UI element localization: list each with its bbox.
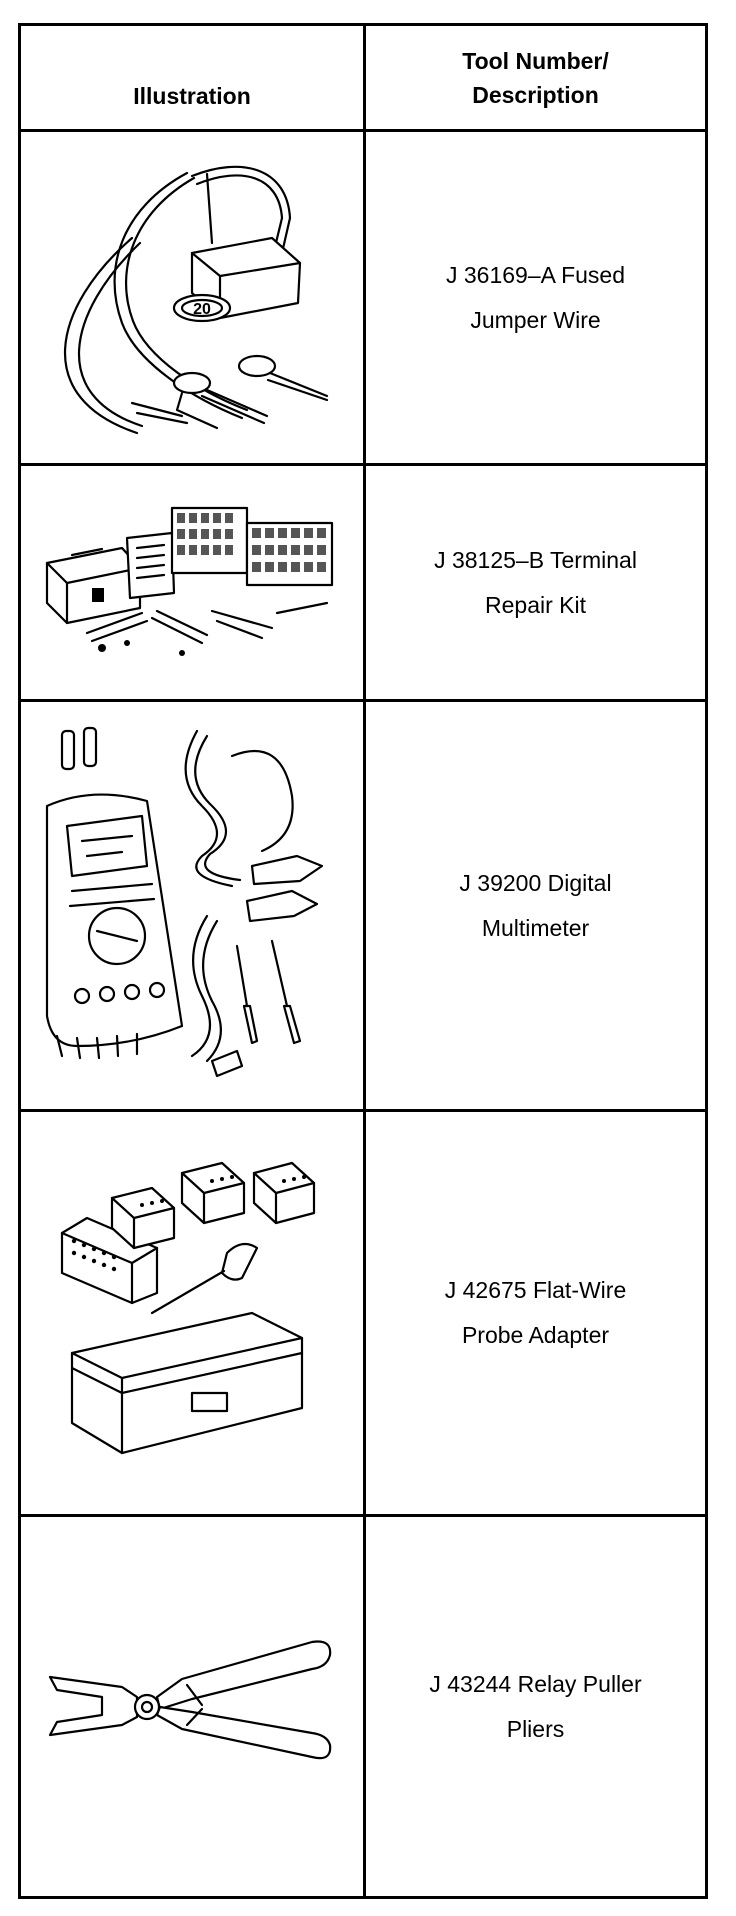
- description-cell: J 38125–B Terminal Repair Kit: [366, 466, 705, 699]
- description-cell: J 43244 Relay Puller Pliers: [366, 1517, 705, 1896]
- tool-description-line: Multimeter: [481, 914, 590, 941]
- tools-table: Illustration Tool Number/ Description 20: [18, 23, 708, 1899]
- header-illustration-label: Illustration: [133, 83, 251, 109]
- illustration-cell: [21, 702, 363, 1109]
- tool-description-line: Probe Adapter: [461, 1322, 610, 1348]
- header-tool-line2: Description: [472, 81, 599, 108]
- tool-description-line: Repair Kit: [485, 591, 586, 618]
- tool-number-line: J 36169–A Fused: [445, 261, 626, 288]
- header-tool-number: Tool Number/ Description: [366, 26, 705, 129]
- description-cell: J 39200 Digital Multimeter: [366, 702, 705, 1109]
- header-tool-line1: Tool Number/: [462, 47, 609, 74]
- relay-puller-pliers-illustration: [48, 1639, 332, 1759]
- table-border-left: [18, 23, 21, 1899]
- digital-multimeter-illustration: [45, 726, 324, 1077]
- illustration-cell: [21, 1517, 363, 1896]
- flat-wire-probe-adapter-illustration: [60, 1161, 316, 1455]
- description-cell: J 42675 Flat-Wire Probe Adapter: [366, 1112, 705, 1514]
- terminal-repair-kit-illustration: [45, 506, 334, 656]
- table-border-right: [705, 23, 708, 1899]
- illustration-cell: 20: [21, 132, 363, 463]
- illustration-cell: [21, 1112, 363, 1514]
- fused-jumper-wire-illustration: 20: [64, 165, 329, 434]
- tool-description-line: Jumper Wire: [470, 306, 601, 333]
- description-cell: J 36169–A Fused Jumper Wire: [366, 132, 705, 463]
- illustration-cell: [21, 466, 363, 699]
- tool-number-line: J 39200 Digital: [459, 869, 612, 896]
- tool-description-line: Pliers: [506, 1715, 565, 1742]
- tool-number-line: J 38125–B Terminal: [434, 546, 637, 573]
- header-illustration: Illustration: [21, 63, 363, 129]
- tool-number-line: J 42675 Flat-Wire: [444, 1277, 627, 1303]
- fuse-label: 20: [193, 301, 211, 318]
- column-divider: [363, 23, 366, 1899]
- tool-number-line: J 43244 Relay Puller: [429, 1670, 642, 1697]
